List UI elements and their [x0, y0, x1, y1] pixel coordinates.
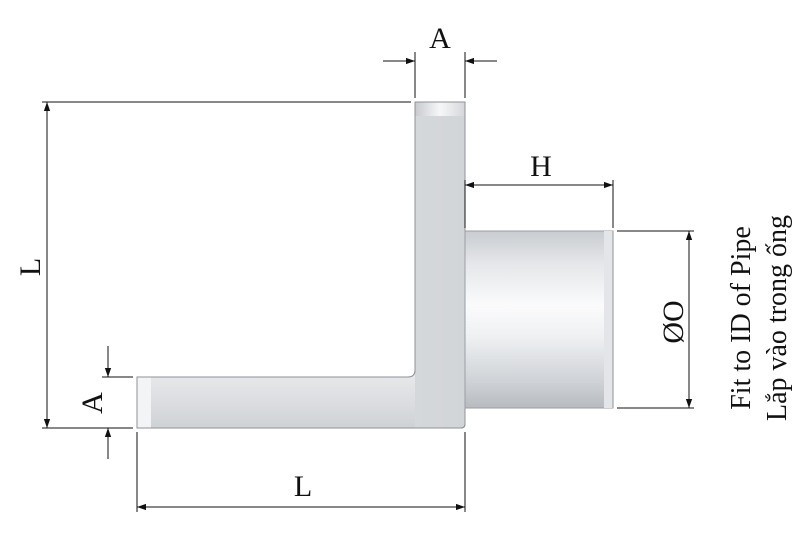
- dimension-left-a: [102, 346, 133, 459]
- dimension-h: [464, 180, 614, 228]
- label-h: H: [530, 150, 552, 183]
- l-bracket: [136, 101, 466, 429]
- bracket-left-face: [137, 377, 151, 428]
- label-left-a: A: [76, 392, 109, 414]
- note-english: Fit to ID of Pipe: [726, 226, 757, 410]
- label-left-l: L: [14, 258, 47, 276]
- label-bottom-l: L: [294, 470, 312, 503]
- pipe-pin: [464, 230, 614, 409]
- dimension-left-l: [42, 101, 411, 429]
- note-vietnamese: Lắp vào trong ống: [762, 215, 793, 421]
- dimension-diameter: [617, 230, 694, 409]
- bracket-top-face: [415, 102, 465, 116]
- bracket-horizontal-leg-shade: [137, 370, 415, 428]
- label-diameter: ØO: [657, 300, 690, 343]
- dimension-top-a: [383, 52, 497, 98]
- pin-end-face: [604, 231, 613, 408]
- label-top-a: A: [429, 22, 451, 55]
- pin-body: [464, 230, 614, 409]
- dimension-bottom-l: [136, 432, 466, 512]
